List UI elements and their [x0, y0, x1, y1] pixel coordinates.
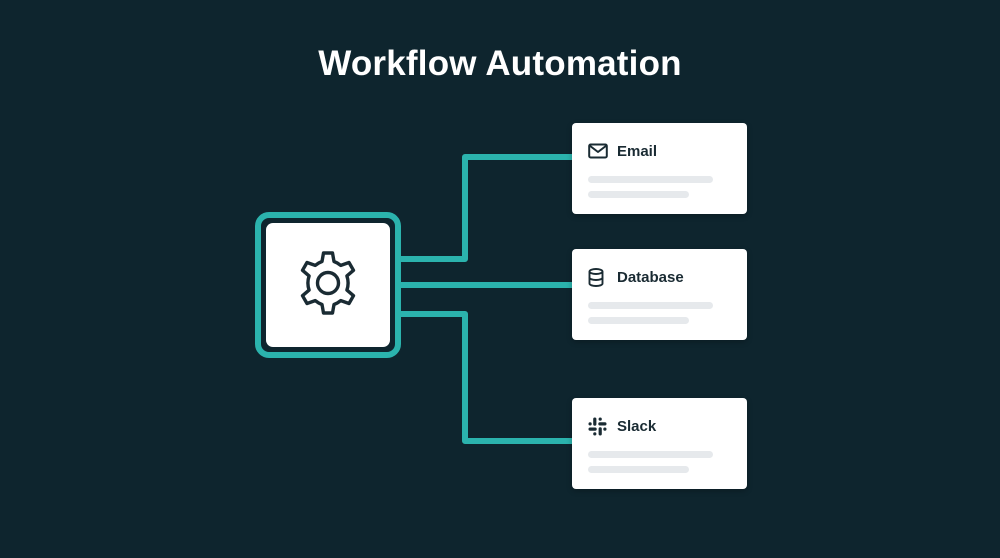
- envelope-icon: [588, 141, 609, 161]
- slack-icon: [588, 416, 609, 436]
- placeholder-bar: [588, 176, 713, 183]
- gear-icon: [292, 247, 364, 324]
- email-card[interactable]: Email: [572, 123, 747, 214]
- placeholder-bar: [588, 302, 713, 309]
- automation-hub-frame: [255, 212, 401, 358]
- placeholder-bar: [588, 317, 689, 324]
- email-card-label: Email: [617, 142, 658, 160]
- connector-email: [401, 154, 572, 262]
- connector-slack: [401, 311, 572, 444]
- automation-hub: [266, 223, 390, 347]
- placeholder-bar: [588, 191, 689, 198]
- database-icon: [588, 267, 609, 287]
- slack-card-label: Slack: [617, 417, 657, 435]
- placeholder-bar: [588, 466, 689, 473]
- database-card-label: Database: [617, 268, 684, 286]
- placeholder-bar: [588, 451, 713, 458]
- slack-card[interactable]: Slack: [572, 398, 747, 489]
- database-card[interactable]: Database: [572, 249, 747, 340]
- page-title: Workflow Automation: [318, 44, 682, 83]
